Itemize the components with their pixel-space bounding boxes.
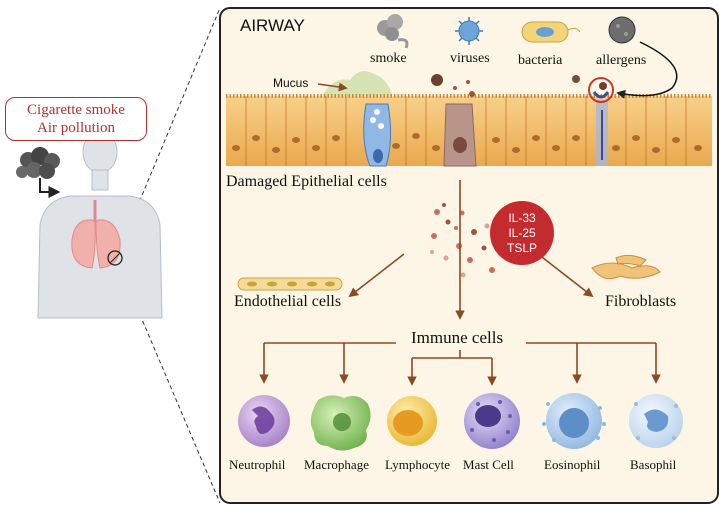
allergen-receptor-icon [588,77,614,103]
neutrophil-label: Neutrophil [229,457,286,472]
mucus-label: Mucus [273,76,309,90]
smoke-icon [377,14,409,49]
lungs-icon [71,200,123,269]
endothelial-cells-icon [237,277,343,291]
mucus-layer [320,71,394,100]
cytokine-particles [430,203,495,278]
exposure-box: Cigarette smoke Air pollution [5,97,147,141]
mast-cell-label: Mast Cell [463,457,514,472]
cytokine-badge: IL-33 IL-25 TSLP [490,201,554,265]
bacteria-label: bacteria [518,53,563,68]
fibroblasts-label: Fibroblasts [605,293,677,310]
debris-particles [431,74,580,97]
bacteria-icon [521,21,581,43]
cytokine-il33: IL-33 [508,210,536,225]
smoke-cloud-icon [16,147,60,179]
basophil-label: Basophil [630,457,677,472]
airway-title: AIRWAY [240,16,305,35]
cytokine-tslp: TSLP [506,240,537,255]
allergens-label: allergens [596,53,647,68]
epithelium-label: Damaged Epithelial cells [226,173,387,190]
cytokine-il25: IL-25 [508,225,536,240]
endothelial-label: Endothelial cells [234,293,342,310]
lymphocyte-label: Lymphocyte [385,457,450,472]
mucus-arrow [317,82,348,92]
exposure-line-2: Air pollution [37,120,115,136]
exposure-arrow-icon [39,178,61,198]
eosinophil-label: Eosinophil [544,457,601,472]
mast-cell-icon [464,393,520,449]
epithelium-layer [226,94,712,167]
immune-cells-title: Immune cells [411,328,504,347]
exposure-line-1: Cigarette smoke [27,102,125,118]
pathway-arrows [259,180,661,386]
viruses-label: viruses [450,51,490,66]
allergen-path-arrow [616,41,678,99]
macrophage-label: Macrophage [304,457,369,472]
neutrophil-icon [238,395,290,447]
lymphocyte-icon [387,396,437,446]
smoke-label: smoke [370,51,407,66]
virus-icon [455,17,483,45]
basophil-icon [629,394,683,448]
allergen-icon [608,16,636,44]
eosinophil-icon [542,393,606,449]
fibroblasts-icon [591,254,661,280]
macrophage-icon [310,395,371,451]
